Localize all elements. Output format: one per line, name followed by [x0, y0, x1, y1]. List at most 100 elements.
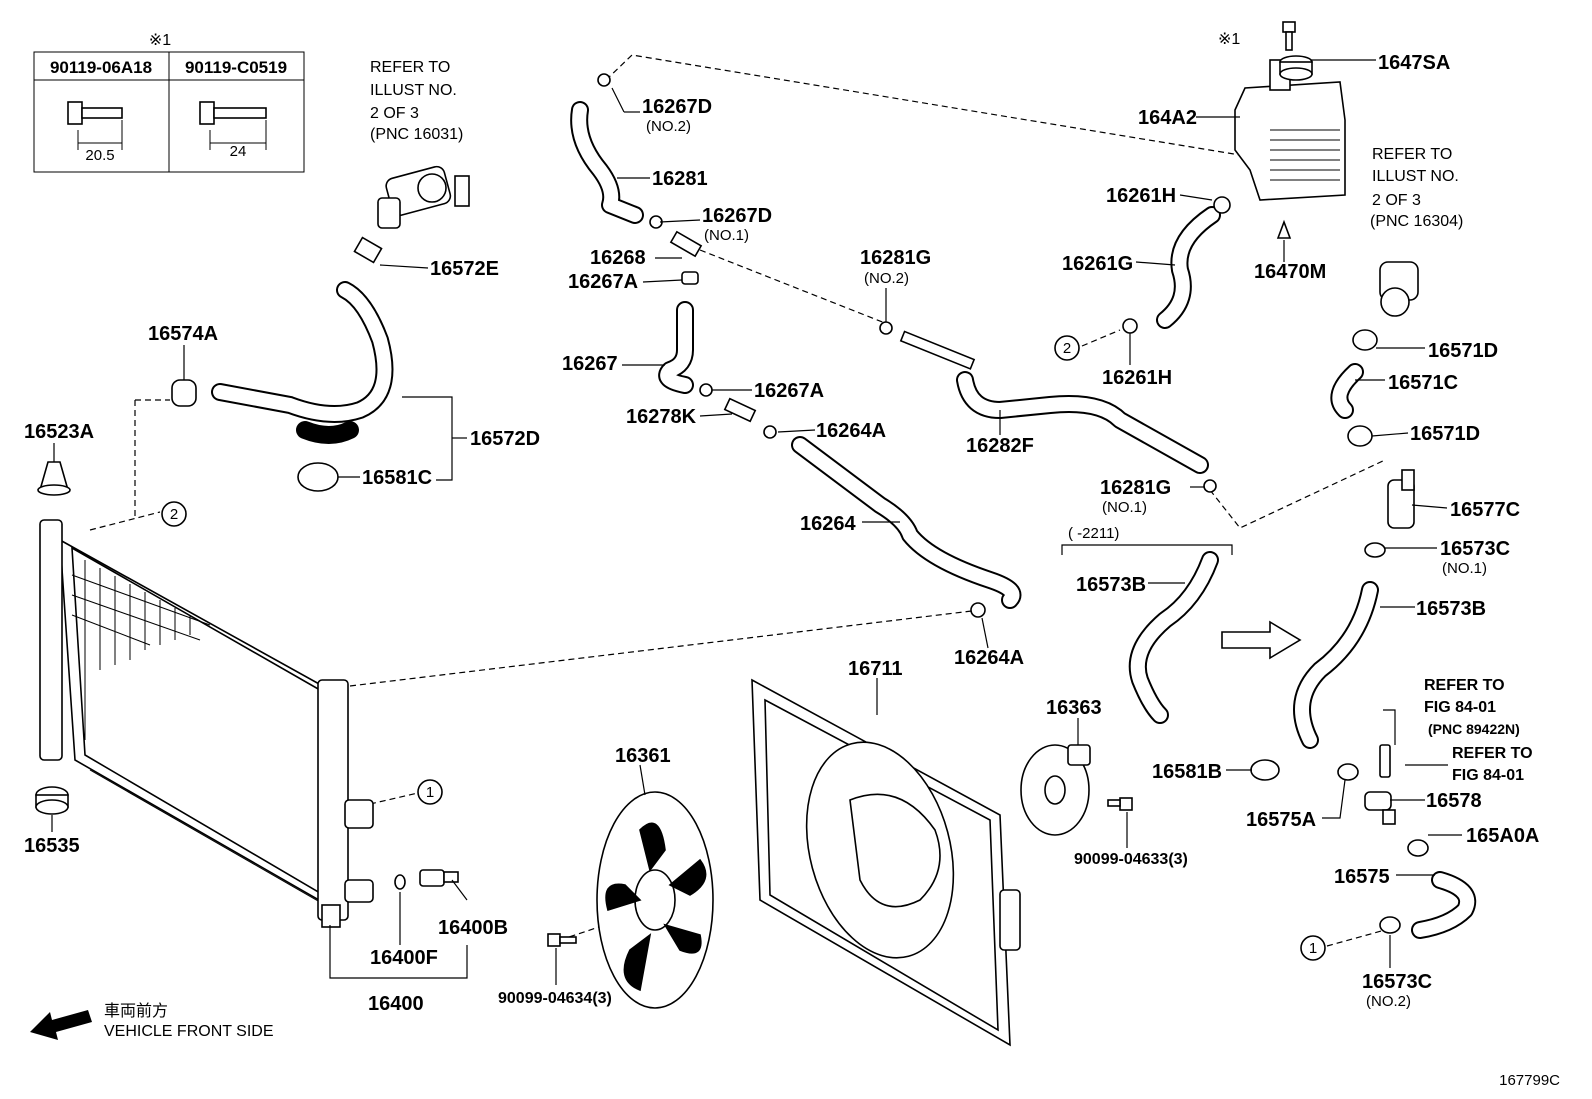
drain-o-ring [394, 874, 406, 890]
hose-clamp [171, 379, 197, 407]
part-label: 16523A [24, 421, 94, 443]
bolt-spec-table: ※1 90119-06A18 90119-C0519 20.5 24 [33, 32, 305, 173]
water-by-pass-pipe [899, 330, 1209, 474]
svg-text:REFER TO: REFER TO [1452, 745, 1533, 762]
hose-clip [597, 73, 611, 87]
water-joint-16578 [1364, 791, 1396, 825]
hose-clip [681, 271, 699, 285]
part-label: 16572D [470, 428, 540, 450]
svg-text:ILLUST NO.: ILLUST NO. [370, 82, 457, 99]
hose-clip [1122, 318, 1138, 334]
part-label-sub: (NO.2) [646, 118, 691, 135]
hose-clip [970, 602, 986, 618]
part-label: 16573C [1440, 538, 1510, 560]
svg-text:REFER TO: REFER TO [1372, 146, 1452, 163]
part-label-sub: (NO.1) [1442, 560, 1487, 577]
hose-clip [699, 383, 713, 397]
water-hose-16264 [791, 436, 1022, 609]
part-label: 16267 [562, 353, 618, 375]
radiator-hose-upper [211, 281, 394, 444]
bolt-icon [1107, 797, 1133, 811]
vehicle-front-indicator: 車両前方 VEHICLE FRONT SIDE [30, 1002, 274, 1040]
part-label: 16264A [816, 420, 886, 442]
part-label: 16282F [966, 435, 1034, 457]
water-hose-16573B-old [1128, 551, 1219, 724]
part-label: 16261G [1062, 253, 1133, 275]
bolt-col1-part: 90119-06A18 [50, 58, 152, 77]
svg-text:ILLUST NO.: ILLUST NO. [1372, 168, 1459, 185]
reserve-tank-hose [1156, 206, 1221, 329]
bolt-icon [1282, 21, 1296, 51]
part-label: 16573C [1362, 971, 1432, 993]
part-label: 16574A [148, 323, 218, 345]
leader-lines [51, 59, 1462, 985]
reserve-tank-cap [1279, 55, 1313, 81]
part-label: 16578 [1426, 790, 1482, 812]
hose-clamp [1364, 542, 1386, 558]
hose-clip [1250, 759, 1280, 781]
part-label: 16267A [754, 380, 824, 402]
hose-clip [1213, 196, 1231, 214]
refer-note-top-left: REFER TO ILLUST NO. 2 OF 3 (PNC 16031) [370, 59, 463, 143]
part-labels: 16267D (NO.2) 16281 16267D (NO.1) 16268 … [24, 31, 1539, 1015]
water-outlet [1379, 261, 1419, 317]
part-label: 90099-04634(3) [498, 990, 612, 1007]
part-label: 16278K [626, 406, 697, 428]
svg-text:FIG 84-01: FIG 84-01 [1424, 699, 1496, 716]
part-label: 16575 [1334, 866, 1390, 888]
hose-clamp [1407, 839, 1429, 857]
hose-clip [879, 321, 893, 335]
svg-text:1: 1 [426, 784, 434, 801]
part-label-sub: (NO.2) [864, 270, 909, 287]
water-temperature-sensor [1379, 744, 1391, 778]
part-label: 16711 [848, 658, 903, 680]
svg-text:(PNC 89422N): (PNC 89422N) [1428, 721, 1520, 737]
svg-text:2: 2 [170, 506, 178, 523]
bolt-dim-2: 24 [230, 143, 247, 160]
hose-clamp [1337, 763, 1359, 781]
front-arrow-icon [30, 1010, 92, 1040]
refer-note-fig-84-01-a: REFER TO FIG 84-01 (PNC 89422N) [1424, 677, 1520, 737]
direction-arrow [1221, 620, 1302, 660]
part-label: 16261H [1106, 185, 1176, 207]
fan-motor [1020, 744, 1091, 836]
water-hose-16575 [1411, 871, 1477, 939]
part-label: 16267D [702, 205, 772, 227]
part-label: 16281 [652, 168, 708, 190]
front-label-jp: 車両前方 [104, 1002, 168, 1020]
refer-note-top-right: REFER TO ILLUST NO. 2 OF 3 (PNC 16304) [1370, 146, 1463, 230]
part-label: 16267D [642, 96, 712, 118]
part-label: 16572E [430, 258, 499, 280]
hose-clamp [1352, 329, 1378, 351]
part-label: 90099-04633(3) [1074, 851, 1188, 868]
hose-clip [1203, 479, 1217, 493]
radiator-support-cushion [37, 461, 71, 496]
hose-union [723, 397, 757, 423]
callout-circle: 1 [417, 779, 443, 805]
svg-text:(PNC 16031): (PNC 16031) [370, 126, 463, 143]
water-hose-16267 [658, 301, 694, 394]
part-label: 16577C [1450, 499, 1520, 521]
drain-cock-plug [419, 869, 459, 887]
serial-range-bracket: ( -2211) [1061, 525, 1233, 555]
hose-clip [353, 236, 383, 264]
cooling-fan [596, 791, 714, 1009]
svg-text:2 OF 3: 2 OF 3 [370, 105, 419, 122]
part-label: 16571D [1410, 423, 1480, 445]
water-pipe-16577C [1387, 469, 1415, 529]
bolt-table-marker: ※1 [149, 32, 171, 49]
part-label: 16573B [1416, 598, 1486, 620]
svg-text:REFER TO: REFER TO [370, 59, 450, 76]
part-label: 16261H [1102, 367, 1172, 389]
marker-label: ※1 [1218, 31, 1240, 48]
hose-clamp [1347, 425, 1373, 447]
part-label: 16281G [860, 247, 931, 269]
part-label: 16267A [568, 271, 638, 293]
part-label: 16581C [362, 467, 432, 489]
svg-text:FIG 84-01: FIG 84-01 [1452, 767, 1524, 784]
radiator-reserve-tank [1234, 59, 1346, 201]
front-label-en: VEHICLE FRONT SIDE [104, 1023, 274, 1040]
radiator [39, 519, 374, 928]
part-label: 16535 [24, 835, 80, 857]
callout-circle: 2 [161, 501, 187, 527]
